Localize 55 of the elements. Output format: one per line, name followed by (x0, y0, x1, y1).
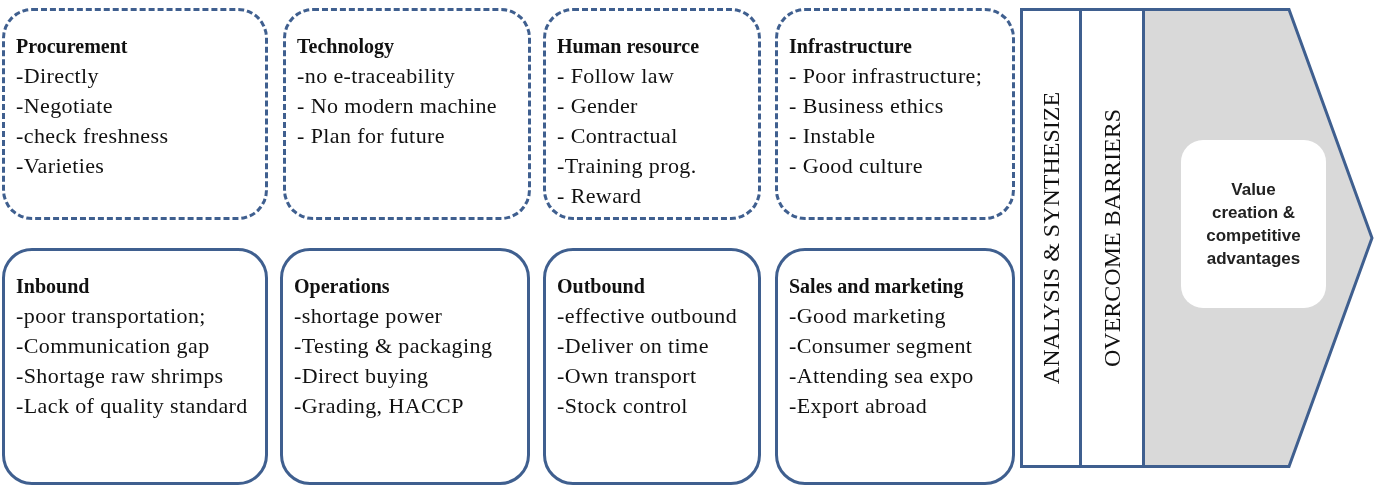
list-item: - Gender (557, 92, 639, 120)
list-item: - Follow law (557, 62, 676, 90)
list-item: -Shortage raw shrimps (16, 362, 225, 390)
list-item: -poor transportation; (16, 302, 207, 330)
list-item: - Instable (789, 122, 877, 150)
primary-activity-box (543, 248, 761, 485)
box-heading: Outbound (557, 274, 646, 299)
list-item: - Business ethics (789, 92, 945, 120)
list-item: -Varieties (16, 152, 106, 180)
outcome-box (1181, 140, 1326, 308)
support-activity-box (283, 8, 531, 220)
list-item: - Reward (557, 182, 643, 210)
list-item: -check freshness (16, 122, 170, 150)
box-heading: Operations (294, 274, 391, 300)
primary-activity-box (775, 248, 1015, 485)
box-heading: Infrastructure (789, 34, 913, 59)
list-item: -Directly (16, 62, 100, 90)
list-item: -Negotiate (16, 92, 114, 120)
list-item: - Plan for future (297, 122, 446, 150)
list-item: -Testing & packaging (294, 332, 494, 360)
list-item: -Direct buying (294, 362, 430, 390)
list-item: -Export abroad (789, 392, 929, 420)
list-item: -effective outbound (557, 302, 739, 330)
chevron-panel (1145, 8, 1374, 468)
list-item: -no e-traceability (297, 62, 457, 90)
box-heading: Procurement (16, 34, 129, 59)
list-item: - Good culture (789, 152, 924, 180)
list-item: -Attending sea expo (789, 362, 975, 390)
list-item: -Stock control (557, 392, 689, 420)
list-item: -Good marketing (789, 302, 947, 330)
list-item: -Grading, HACCP (294, 392, 465, 420)
outcome-label: Value creation & competitive advantages (1205, 179, 1302, 270)
primary-activity-box (280, 248, 530, 485)
support-activity-box (775, 8, 1015, 220)
band-label: ANALYSIS & SYNTHESIZE (1037, 91, 1065, 385)
list-item: -Communication gap (16, 332, 211, 360)
support-activity-box (2, 8, 268, 220)
list-item: -Own transport (557, 362, 698, 390)
support-activity-box (543, 8, 761, 220)
list-item: - Contractual (557, 122, 679, 150)
list-item: -Consumer segment (789, 332, 974, 360)
vertical-band (1020, 8, 1082, 468)
box-heading: Inbound (16, 274, 91, 299)
outcome-box (1082, 8, 1145, 468)
list-item: - Poor infrastructure; (789, 62, 984, 90)
list-item: -Deliver on time (557, 332, 710, 360)
box-heading: Sales and marketing (789, 274, 965, 300)
list-item: -Training prog. (557, 152, 698, 180)
list-item: -shortage power (294, 302, 444, 330)
list-item: - No modern machine (297, 92, 499, 120)
box-heading: Human resource (557, 34, 701, 59)
primary-activity-box (2, 248, 268, 485)
list-item: -Lack of quality standard (16, 392, 249, 420)
outcome-label: OVERCOME BARRIERS (1098, 109, 1126, 367)
box-heading: Technology (297, 34, 396, 60)
